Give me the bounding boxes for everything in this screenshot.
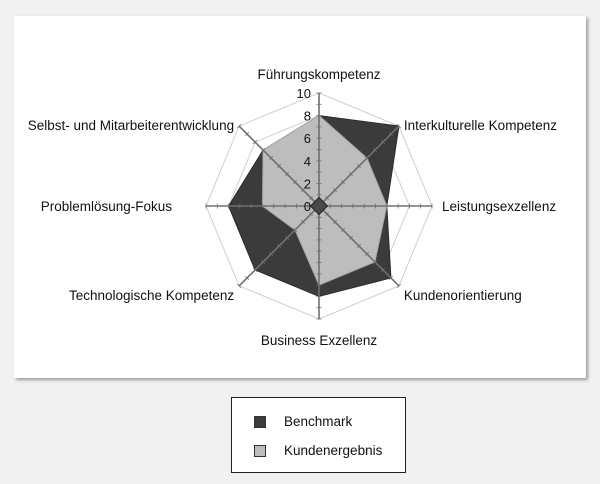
axis-tick — [300, 187, 306, 193]
axis-tick — [253, 140, 258, 145]
legend: Benchmark Kundenergebnis — [231, 397, 406, 473]
axis-tick — [261, 259, 266, 264]
category-label: Leistungsexzellenz — [442, 199, 556, 214]
category-label: Problemlösung-Fokus — [41, 199, 173, 214]
legend-item-benchmark: Benchmark — [232, 407, 405, 436]
axis-tick — [356, 243, 362, 249]
category-label: Selbst- und Mitarbeiterentwicklung — [28, 118, 234, 133]
category-label: Technologische Kompetenz — [69, 288, 234, 303]
axis-tick — [276, 163, 282, 169]
axis-tick — [261, 148, 266, 153]
axis-tick — [308, 211, 314, 217]
axis-tick — [348, 171, 354, 177]
tick-label: 10 — [297, 86, 311, 101]
axis-tick — [388, 132, 393, 137]
radar-chart: 0 2 4 6 8 10 FührungskompetenzInterkulturelle … — [28, 67, 557, 348]
axis-tick — [308, 195, 314, 201]
legend-swatch-benchmark — [254, 415, 266, 428]
axis-tick — [292, 179, 298, 185]
axis-tick — [364, 251, 369, 256]
axis-tick — [348, 235, 354, 241]
axis-tick — [324, 195, 330, 201]
axis-tick — [276, 243, 282, 249]
axis-tick — [396, 283, 401, 288]
legend-label: Kundenergebnis — [284, 443, 383, 458]
axis-tick — [269, 251, 274, 256]
axis-tick — [253, 267, 258, 272]
category-label: Kundenorientierung — [404, 288, 522, 303]
axis-tick — [332, 219, 338, 225]
axis-tick — [356, 163, 362, 169]
tick-label: 6 — [304, 131, 311, 146]
axis-tick — [388, 275, 393, 280]
axis-tick — [237, 124, 242, 129]
axis-tick — [292, 227, 298, 233]
axis-tick — [284, 171, 290, 177]
axis-tick — [380, 267, 385, 272]
axis-tick — [300, 219, 306, 225]
category-label: Führungskompetenz — [257, 67, 380, 82]
legend-item-kundenergebnis: Kundenergebnis — [232, 436, 405, 465]
tick-label: 8 — [304, 109, 311, 124]
axis-tick — [269, 156, 274, 161]
axis-tick — [237, 283, 242, 288]
axis-tick — [245, 132, 250, 137]
axis-tick — [380, 140, 385, 145]
axis-tick — [324, 211, 330, 217]
axis-tick — [340, 227, 346, 233]
axis-tick — [332, 187, 338, 193]
axis-tick — [372, 259, 377, 264]
axis-tick — [372, 148, 377, 153]
center-marker — [309, 196, 329, 216]
tick-label: 4 — [304, 154, 311, 169]
axis-tick — [245, 275, 250, 280]
axis-tick — [340, 179, 346, 185]
tick-label: 2 — [304, 176, 311, 191]
category-label: Business Exzellenz — [261, 333, 378, 348]
legend-swatch-kundenergebnis — [254, 444, 266, 457]
category-label: Interkulturelle Kompetenz — [404, 118, 557, 133]
axis-tick — [364, 156, 369, 161]
legend-label: Benchmark — [284, 414, 353, 429]
axis-tick — [396, 124, 401, 129]
tick-label: 0 — [304, 199, 311, 214]
axis-tick — [284, 235, 290, 241]
